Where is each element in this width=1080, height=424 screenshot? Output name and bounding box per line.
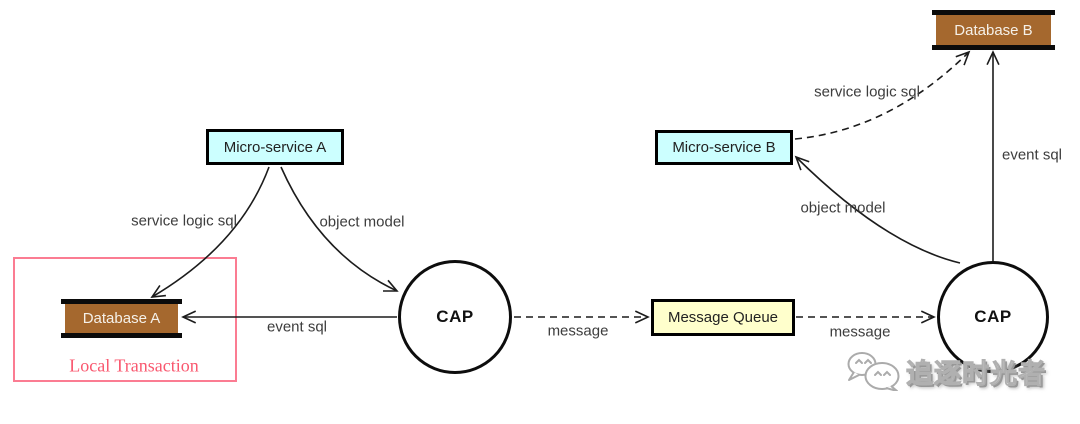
node-message-queue: Message Queue [651, 299, 795, 336]
arrowhead-object-model-a [383, 279, 399, 292]
database-a-top-bar [61, 299, 182, 304]
edge-label-service-logic-sql-b: service logic sql [814, 83, 920, 101]
arrowhead-message-right [920, 310, 936, 324]
watermark: 追逐时光者 [846, 351, 1046, 391]
edge-label-object-model-b: object model [800, 199, 886, 217]
edge-label-service-logic-sql-a: service logic sql [131, 212, 237, 230]
database-a-bottom-bar [61, 333, 182, 338]
local-transaction-frame [13, 257, 237, 382]
node-micro-service-b: Micro-service B [655, 130, 793, 165]
local-transaction-label: Local Transaction [69, 355, 199, 376]
node-database-a: Database A [61, 299, 182, 338]
arrowhead-service-logic-sql-b [955, 50, 971, 66]
node-cap-right: CAP [937, 261, 1049, 373]
edge-object-model-b [795, 156, 961, 264]
arrowhead-message-left [634, 310, 650, 324]
node-micro-service-a: Micro-service A [206, 129, 344, 165]
node-database-b: Database B [932, 10, 1055, 50]
node-cap-left-label: CAP [436, 307, 474, 326]
edge-label-event-sql-a: event sql [266, 318, 328, 336]
node-cap-left: CAP [398, 260, 512, 374]
arrowhead-event-sql-b [986, 50, 1000, 66]
node-micro-service-a-label: Micro-service A [223, 138, 327, 156]
watermark-text: 追逐时光者 [906, 358, 1046, 390]
edge-service-logic-sql-b [794, 51, 970, 140]
edge-label-message-left: message [547, 322, 609, 340]
node-database-a-label: Database A [65, 304, 178, 333]
edge-label-message-right: message [829, 323, 891, 341]
edge-service-logic-sql-a [151, 166, 270, 298]
edge-label-event-sql-b: event sql [1001, 146, 1063, 164]
node-micro-service-b-label: Micro-service B [672, 139, 776, 156]
edge-object-model-a [280, 166, 398, 292]
arrowhead-event-sql-a [181, 310, 197, 324]
arrowhead-object-model-b [794, 155, 810, 171]
node-message-queue-label: Message Queue [667, 309, 779, 326]
node-database-b-label: Database B [936, 15, 1051, 45]
edge-label-object-model-a: object model [319, 213, 405, 231]
arrowhead-service-logic-sql-a [150, 284, 166, 298]
node-cap-right-label: CAP [974, 307, 1012, 326]
database-b-top-bar [932, 10, 1055, 15]
database-b-bottom-bar [932, 45, 1055, 50]
wechat-chat-bubbles-icon [847, 352, 900, 391]
